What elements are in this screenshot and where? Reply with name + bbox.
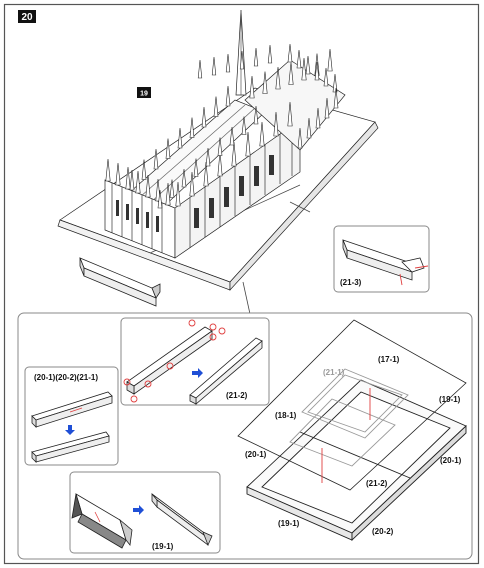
label-17-1: (17-1)	[378, 355, 400, 364]
pinnacle	[245, 131, 251, 157]
pinnacle	[205, 147, 211, 167]
pinnacle	[213, 96, 219, 117]
side-windows	[194, 155, 274, 228]
pinnacle	[253, 105, 259, 125]
pinnacle	[193, 158, 199, 177]
pinnacle	[253, 47, 259, 67]
pinnacle	[153, 148, 159, 170]
pinnacle	[297, 127, 303, 149]
label-19-1-bottom: (19-1)	[278, 519, 300, 528]
frame-side-lip	[351, 424, 467, 542]
pinnacle	[305, 55, 311, 75]
pinnacle	[287, 43, 293, 63]
step-number: 20	[21, 12, 33, 23]
pinnacle	[189, 117, 195, 138]
pinnacle	[141, 159, 147, 180]
inset-label-21-3: (21-3)	[340, 278, 362, 287]
pinnacle	[239, 50, 245, 70]
panel-21-2: (21-2)	[120, 317, 270, 406]
pinnacle	[231, 141, 237, 167]
loose-wedge-part	[79, 257, 161, 307]
pinnacle	[296, 49, 302, 69]
label-18-1: (18-1)	[275, 411, 297, 420]
pinnacle	[165, 138, 171, 159]
page-frame	[3, 3, 480, 565]
component-badge: 19	[137, 87, 151, 98]
label-20-1-left: (20-1)	[245, 450, 267, 459]
pinnacle	[332, 73, 338, 93]
pinnacle	[145, 174, 151, 198]
pinnacle	[333, 87, 339, 109]
pinnacle	[135, 170, 141, 194]
pinnacle	[115, 162, 121, 186]
pinnacle	[315, 107, 321, 129]
pinnacle	[301, 57, 307, 81]
panel-label-21-2: (21-2)	[226, 391, 248, 400]
pinnacles-group	[105, 43, 339, 209]
pinnacle	[229, 126, 235, 146]
label-20-1-right: (20-1)	[440, 456, 462, 465]
pinnacle	[288, 62, 294, 85]
pinnacle	[287, 101, 293, 127]
pinnacle	[306, 117, 312, 139]
side-wall	[174, 119, 301, 259]
pinnacle	[181, 168, 187, 188]
leader-line	[242, 281, 251, 315]
panel-label-19-1: (19-1)	[152, 542, 174, 551]
facade-buttresses	[111, 183, 163, 253]
pinnacle	[177, 127, 183, 149]
inset-panel-21-3: (21-3)	[333, 225, 430, 293]
pinnacle	[125, 166, 131, 190]
blue-arrow-icon	[192, 368, 203, 378]
label-21-2: (21-2)	[366, 479, 388, 488]
pinnacle	[165, 182, 171, 206]
pinnacle	[275, 66, 281, 90]
pinnacle	[323, 67, 329, 87]
panel-20-1-20-2-21-1: (20-1)(20-2)(21-1)	[24, 366, 119, 466]
base-platform-side	[229, 121, 379, 291]
cathedral-model	[57, 9, 379, 291]
step-number-badge: 20	[18, 10, 36, 23]
pinnacle	[314, 61, 320, 81]
pinnacle	[105, 158, 111, 182]
blue-arrow-icon	[65, 425, 75, 435]
label-19-1-right: (19-1)	[439, 395, 461, 404]
pinnacle	[249, 75, 255, 99]
pinnacle	[197, 59, 203, 79]
pinnacle	[189, 171, 195, 197]
pinnacle	[157, 189, 163, 209]
pinnacle	[175, 181, 181, 207]
panel-19-1: (19-1)	[69, 471, 221, 554]
pinnacle	[241, 116, 247, 135]
exploded-assembly: (21-1) (17-1) (18-1) (19-1) (20-1) (20-1…	[237, 319, 467, 542]
panel-label-20-1-20-2-21-1: (20-1)(20-2)(21-1)	[34, 373, 98, 382]
facade-windows	[116, 200, 159, 232]
pinnacle	[211, 56, 217, 76]
apse-block	[244, 59, 346, 151]
pinnacle	[217, 137, 223, 156]
pinnacle	[267, 44, 273, 64]
pinnacle	[225, 53, 231, 73]
pinnacle	[201, 106, 207, 128]
pinnacle	[217, 151, 223, 177]
component-badge-number: 19	[140, 91, 148, 98]
pinnacle	[324, 97, 330, 119]
frame-inner	[261, 391, 451, 524]
pinnacle	[203, 161, 209, 187]
pinnacle	[225, 85, 231, 107]
glue-markers	[123, 319, 226, 403]
pinnacle	[273, 111, 279, 137]
label-20-2: (20-2)	[372, 527, 394, 536]
pinnacle	[259, 121, 265, 147]
pinnacle	[129, 169, 135, 191]
top-sheet	[237, 319, 467, 491]
label-21-1: (21-1)	[323, 368, 345, 377]
pinnacle	[169, 179, 175, 198]
pinnacle	[327, 48, 333, 72]
blue-arrow-icon	[133, 505, 144, 515]
pinnacle	[262, 71, 268, 94]
